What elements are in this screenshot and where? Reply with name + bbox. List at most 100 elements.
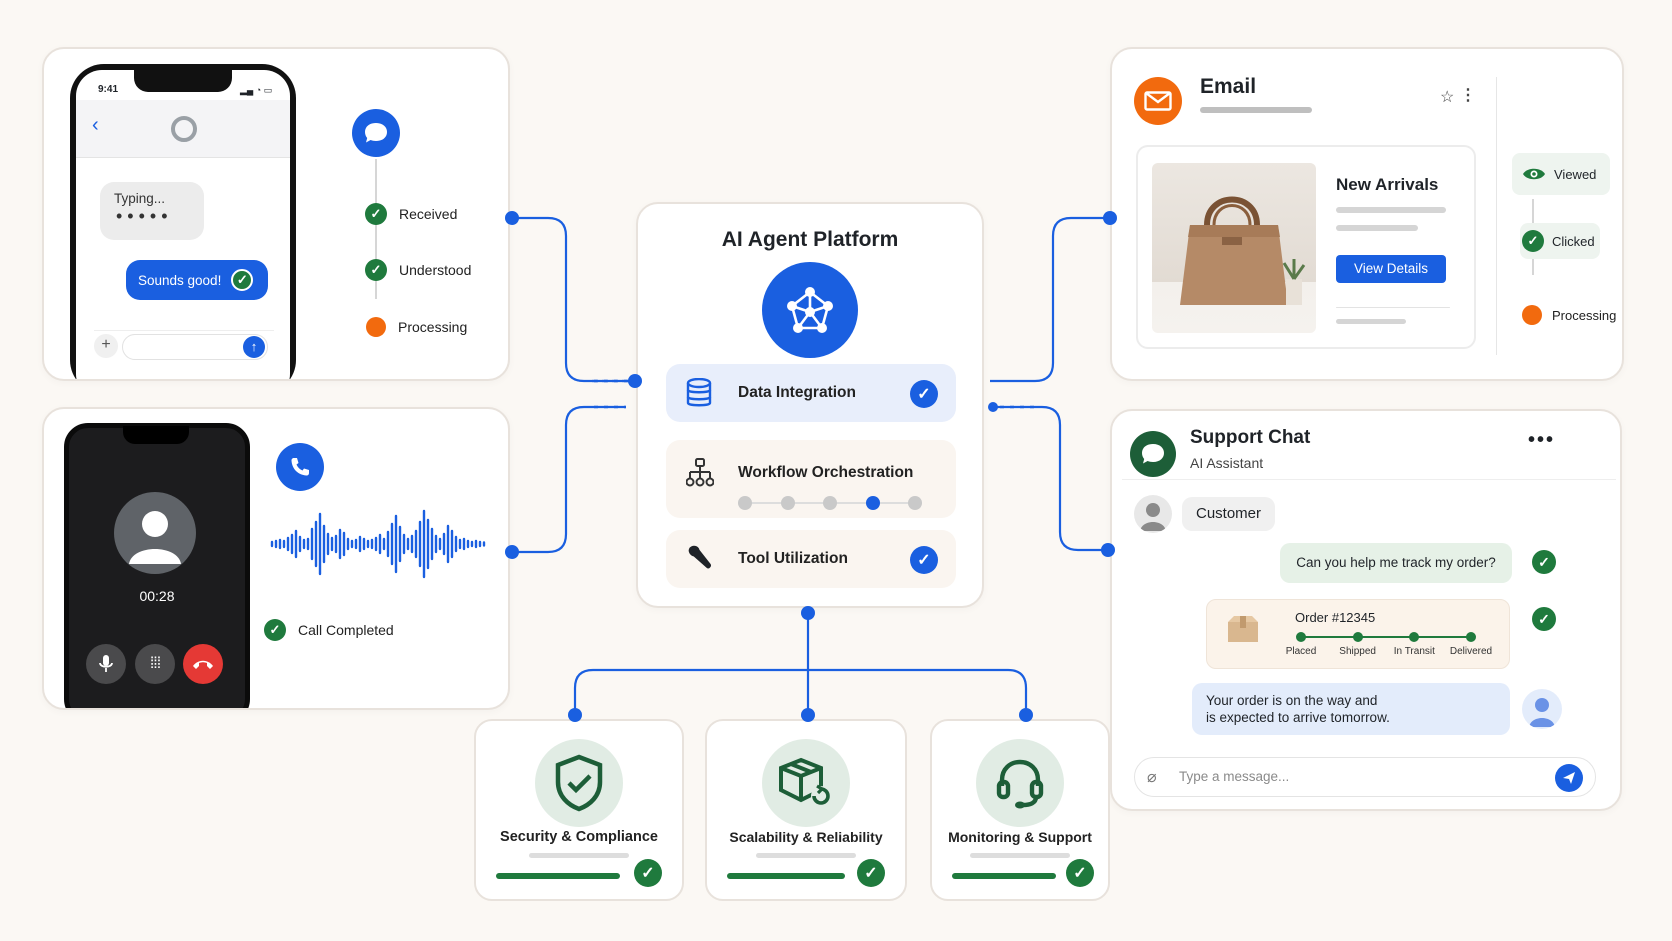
status-processing: Processing xyxy=(366,317,467,337)
back-chevron-icon[interactable]: ‹ xyxy=(92,114,99,136)
workflow-step-active xyxy=(865,496,880,510)
order-id: Order #12345 xyxy=(1295,610,1376,625)
customer-label: Customer xyxy=(1182,497,1276,531)
feature-tool-utilization[interactable]: Tool Utilization ✓ xyxy=(666,530,956,588)
email-channel-card: Email ☆ ⋮ New Arrivals View Details View… xyxy=(1110,47,1624,381)
order-step-label: In Transit xyxy=(1393,646,1435,657)
workflow-icon xyxy=(686,458,714,487)
feature-workflow-orchestration[interactable]: Workflow Orchestration xyxy=(666,440,956,518)
typing-text: Typing... xyxy=(114,191,166,206)
keypad-button[interactable]: ⁞⁞⁞ xyxy=(135,644,175,684)
check-icon: ✓ xyxy=(1532,550,1556,574)
status-label: Received xyxy=(399,206,458,222)
completion-bar xyxy=(727,873,845,879)
workflow-step xyxy=(738,496,752,510)
status-time: 9:41 xyxy=(98,84,119,95)
more-horiz-icon[interactable]: ••• xyxy=(1528,429,1556,451)
chat-input-placeholder: Type a message... xyxy=(1179,769,1290,784)
ai-agent-platform-card: AI Agent Platform Data Integration ✓ Wor… xyxy=(636,202,984,608)
check-icon: ✓ xyxy=(857,859,885,887)
monitoring-support-card: Monitoring & Support ✓ xyxy=(930,719,1110,901)
chat-bubble-icon xyxy=(1130,431,1176,477)
database-icon xyxy=(686,378,712,407)
microphone-button[interactable] xyxy=(86,644,126,684)
platform-title: AI Agent Platform xyxy=(721,228,899,251)
star-icon[interactable]: ☆ xyxy=(1440,89,1455,106)
order-step-label: Delivered xyxy=(1449,646,1493,657)
assistant-reply-line1: Your order is on the way and xyxy=(1206,693,1378,708)
status-label: Understood xyxy=(399,262,472,278)
order-step-dot xyxy=(1409,632,1420,642)
pending-dot-icon xyxy=(1522,305,1542,325)
phone-notch xyxy=(123,426,189,444)
chat-bubble-icon xyxy=(352,109,400,157)
network-nodes-icon xyxy=(762,262,858,358)
add-attachment-button[interactable]: + xyxy=(94,334,118,358)
phone-mockup: 9:41 ▂▄ ◔ ▭ ‹ Typing... ••••• Sounds goo… xyxy=(70,64,296,379)
package-icon xyxy=(1228,616,1258,642)
order-step-label: Placed xyxy=(1285,646,1317,657)
connector-dot xyxy=(801,708,815,722)
phone-notch xyxy=(134,70,232,92)
voice-channel-card: 00:28 ⁞⁞⁞ ✓ Call Completed xyxy=(42,407,510,710)
paperclip-icon[interactable]: ⌀ xyxy=(1147,769,1157,786)
support-chat-card: Support Chat AI Assistant ••• Customer C… xyxy=(1110,409,1622,811)
check-icon: ✓ xyxy=(1522,230,1544,252)
connector-dot xyxy=(1019,708,1033,722)
product-card: New Arrivals View Details xyxy=(1136,145,1476,349)
message-input[interactable] xyxy=(122,334,268,360)
send-button[interactable] xyxy=(1555,764,1583,792)
eye-icon xyxy=(1523,168,1545,180)
connector-dot xyxy=(988,402,998,412)
cube-refresh-icon xyxy=(762,739,850,827)
connector-dot xyxy=(801,606,815,620)
status-clicked: ✓ Clicked xyxy=(1520,223,1600,259)
status-processing: Processing xyxy=(1522,305,1616,325)
end-call-button[interactable] xyxy=(183,644,223,684)
connector-dot xyxy=(1101,543,1115,557)
connector-dot xyxy=(568,708,582,722)
feature-data-integration[interactable]: Data Integration ✓ xyxy=(666,364,956,422)
status-label: Viewed xyxy=(1554,166,1597,182)
connector-dot xyxy=(505,211,519,225)
chat-input[interactable]: ⌀ Type a message... xyxy=(1134,757,1596,797)
typing-bubble: Typing... ••••• xyxy=(100,182,204,240)
email-title: Email xyxy=(1200,75,1257,98)
bottom-card-title: Scalability & Reliability xyxy=(729,829,883,845)
product-heading: New Arrivals xyxy=(1336,175,1439,194)
bottom-card-title: Security & Compliance xyxy=(500,829,658,845)
call-duration: 00:28 xyxy=(139,588,175,604)
caller-avatar xyxy=(114,492,196,574)
view-details-button[interactable]: View Details xyxy=(1336,255,1446,283)
signal-battery-icon: ▂▄ ◔ ▭ xyxy=(240,85,273,95)
envelope-icon xyxy=(1134,77,1182,125)
status-received: ✓ Received xyxy=(365,203,457,225)
assistant-reply: Your order is on the way and is expected… xyxy=(1192,683,1510,735)
connector-dot xyxy=(505,545,519,559)
feature-label: Workflow Orchestration xyxy=(738,464,914,481)
status-label: Clicked xyxy=(1552,233,1595,249)
headset-icon xyxy=(976,739,1064,827)
order-step-dot xyxy=(1296,632,1306,642)
send-button[interactable]: ↑ xyxy=(243,336,265,358)
order-step-dot xyxy=(1352,632,1363,642)
check-icon: ✓ xyxy=(231,269,254,291)
phone-icon xyxy=(276,443,324,491)
assistant-avatar xyxy=(1522,689,1562,729)
workflow-step xyxy=(780,496,795,510)
check-icon: ✓ xyxy=(634,859,662,887)
call-status-label: Call Completed xyxy=(298,622,394,638)
check-icon: ✓ xyxy=(365,259,387,281)
phone-mockup: 00:28 ⁞⁞⁞ xyxy=(64,423,250,708)
check-icon: ✓ xyxy=(910,546,938,574)
handbag-image xyxy=(1152,163,1316,333)
shield-check-icon xyxy=(535,739,623,827)
completion-bar xyxy=(952,873,1056,879)
feature-label: Data Integration xyxy=(738,384,856,401)
support-title: Support Chat xyxy=(1190,427,1311,448)
more-vert-icon[interactable]: ⋮ xyxy=(1460,87,1476,104)
assistant-reply-line2: is expected to arrive tomorrow. xyxy=(1206,710,1390,725)
